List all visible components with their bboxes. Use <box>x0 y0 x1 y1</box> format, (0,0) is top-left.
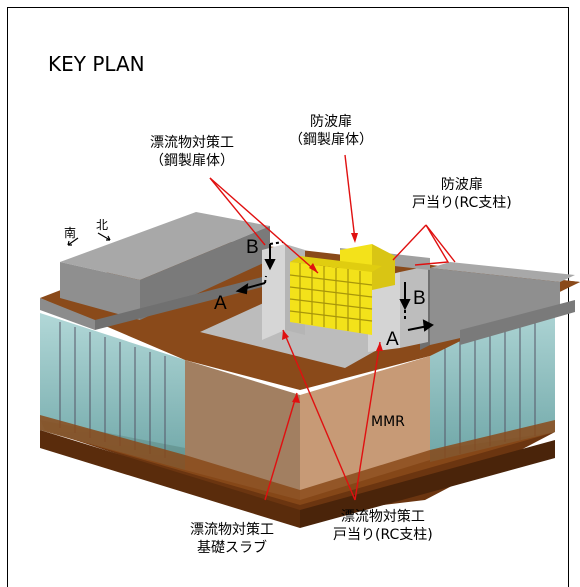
tide-gate-stop-label: 防波扉 戸当り(RC支柱) <box>412 177 512 212</box>
compass-arrows <box>67 232 111 246</box>
section-marker-b-right <box>399 282 411 322</box>
tide-gate-label: 防波扉 （鋼製扉体） <box>289 114 373 149</box>
foundation-slab-label-line1: 漂流物対策工 <box>190 522 274 538</box>
tide-gate-label-line1: 防波扉 <box>310 114 352 130</box>
mmr-label: MMR <box>371 414 405 430</box>
tide-gate-stop-label-line2: 戸当り(RC支柱) <box>412 194 512 211</box>
tide-gate-label-line2: （鋼製扉体） <box>289 131 373 148</box>
section-b-left-label: B <box>246 237 259 258</box>
foundation-slab-label-line2: 基礎スラブ <box>197 539 267 556</box>
debris-gate-label-line2: （鋼製扉体） <box>150 152 234 169</box>
debris-gate <box>289 256 382 335</box>
concrete-wall-left <box>40 212 270 330</box>
debris-gate-label: 漂流物対策工 （鋼製扉体） <box>150 135 234 170</box>
section-marker-a-right <box>407 319 434 332</box>
foundation-slab-label: 漂流物対策工 基礎スラブ <box>190 522 274 557</box>
debris-gate-label-line1: 漂流物対策工 <box>150 135 234 151</box>
lower-slab <box>40 415 555 505</box>
section-marker-a-left <box>235 275 267 295</box>
tide-gate-stop-label-line1: 防波扉 <box>440 177 483 193</box>
diagram-frame <box>7 7 569 587</box>
key-plan-diagram <box>40 154 580 528</box>
section-a-left-label: A <box>214 293 227 314</box>
section-a-right-label: A <box>386 329 399 350</box>
compass-south-label: 南 <box>64 226 77 240</box>
section-marker-b-left <box>264 241 284 271</box>
callout-arrowheads <box>282 233 383 403</box>
compass-north-label: 北 <box>96 218 109 232</box>
debris-stop-label-line2: 戸当り(RC支柱) <box>333 526 433 543</box>
callout-lines <box>209 154 456 501</box>
debris-stop-label-line1: 漂流物対策工 <box>340 509 425 525</box>
section-b-right-label: B <box>413 288 426 309</box>
key-plan-title: KEY PLAN <box>48 52 145 76</box>
debris-stop-label: 漂流物対策工 戸当り(RC支柱) <box>333 509 433 544</box>
